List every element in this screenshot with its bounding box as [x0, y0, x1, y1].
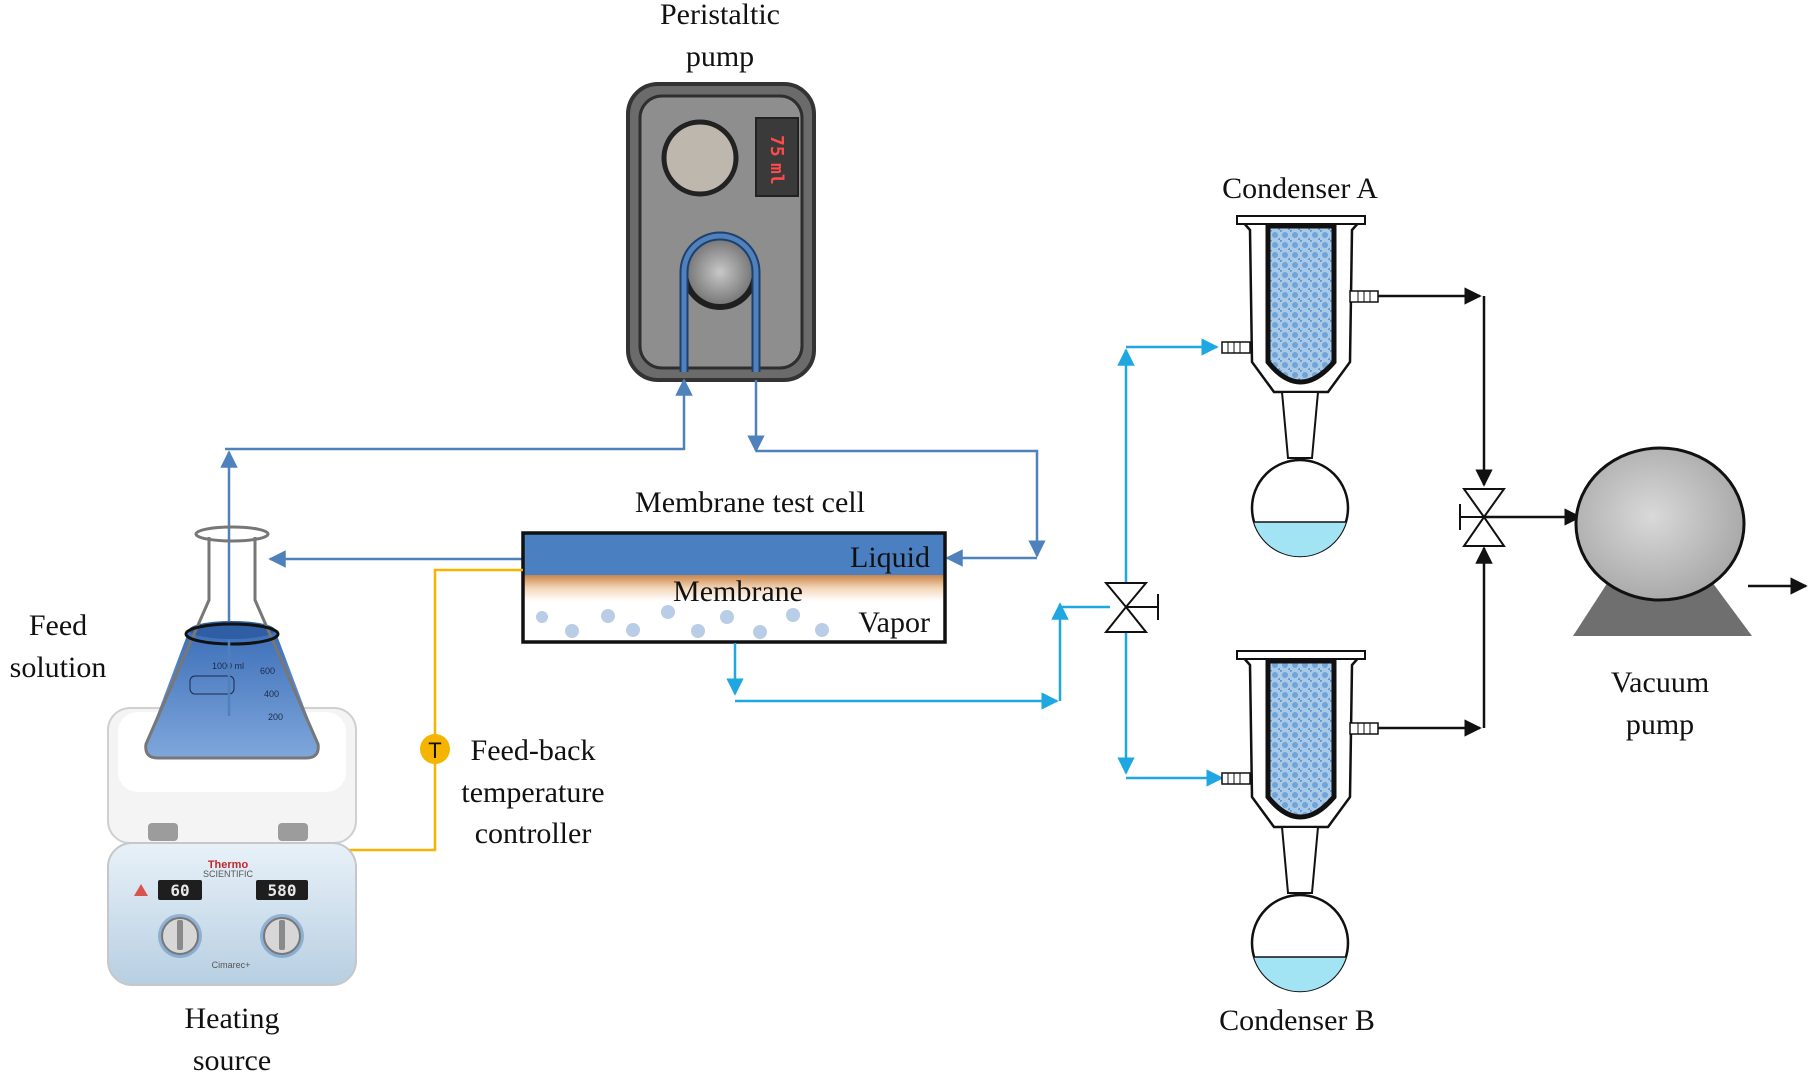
membrane-test-cell: Membrane test cell Liquid Membrane Vapor — [521, 486, 947, 644]
vapor-lines — [726, 338, 1224, 787]
vapor-bubbles — [536, 605, 829, 639]
condenser-a: Condenser A — [1221, 172, 1379, 558]
flask-mark-200: 200 — [268, 712, 283, 722]
controller-label-1: Feed-back — [471, 734, 596, 767]
peristaltic-pump: Peristaltic pump 75 ml — [626, 0, 816, 382]
hotplate-brand-sub: SCIENTIFIC — [203, 869, 254, 879]
liquid-layer — [523, 533, 945, 575]
hotplate-temp-value: 60 — [170, 881, 189, 900]
hotplate-temp-display — [158, 880, 202, 900]
controller-label-2: temperature — [461, 776, 604, 809]
feed-liquid — [145, 630, 319, 758]
feed-flask: 1000 ml 600 400 200 Feed solution — [10, 525, 320, 760]
vacuum-pump-base — [1573, 582, 1752, 636]
pump-display-value: 75 — [766, 135, 787, 157]
pump-roller-icon — [688, 240, 752, 304]
pump-display-unit: ml — [766, 163, 787, 185]
condenser-b: Condenser B — [1219, 650, 1379, 1037]
feed-solution-label-1: Feed — [29, 609, 87, 642]
pump-tubing — [681, 233, 759, 372]
pump-inlet-line — [225, 378, 693, 451]
heating-source-label-1: Heating — [185, 1002, 280, 1035]
vacuum-pump-label-2: pump — [1626, 708, 1694, 741]
temperature-controller: T Feed-back temperature controller — [340, 568, 605, 852]
liquid-label: Liquid — [850, 541, 930, 574]
feed-liquid-lines — [220, 378, 1046, 640]
hotplate-speed-display — [256, 880, 308, 900]
vacuum-pump: Vacuum pump — [1573, 446, 1752, 741]
vacuum-pump-label-1: Vacuum — [1611, 666, 1709, 699]
condenser-b-label: Condenser B — [1219, 1004, 1375, 1037]
feed-solution-label-2: solution — [10, 651, 107, 684]
heating-source: Thermo SCIENTIFIC 60 580 Cimarec+ Heatin… — [107, 707, 357, 1077]
membrane-layer — [523, 575, 945, 601]
pump-display — [755, 117, 799, 197]
cell-feed-line — [756, 449, 1046, 558]
cell-outline — [521, 531, 947, 644]
condenser-a-coil — [1265, 223, 1337, 385]
condenser-a-label: Condenser A — [1222, 172, 1378, 205]
pump-speed-knob-icon[interactable] — [661, 119, 739, 197]
flask-mark-600: 600 — [260, 666, 275, 676]
condenser-a-distillate — [1254, 522, 1346, 557]
hotplate-brand: Thermo — [208, 859, 249, 871]
vacuum-lines — [1378, 287, 1808, 737]
membrane-label: Membrane — [673, 575, 803, 608]
flask-mark-400: 400 — [264, 689, 279, 699]
temperature-sensor-symbol: T — [428, 738, 441, 763]
hotplate-speed-value: 580 — [268, 881, 297, 900]
heating-source-label-2: source — [193, 1044, 271, 1077]
controller-label-3: controller — [475, 817, 592, 850]
vacuum-valve-icon[interactable] — [1459, 488, 1506, 547]
hotplate-model: Cimarec+ — [212, 960, 251, 970]
vacuum-pump-body — [1574, 446, 1746, 602]
condenser-b-coil — [1265, 658, 1337, 820]
flask-glass — [144, 537, 320, 760]
peristaltic-pump-label-2: pump — [686, 40, 754, 73]
temperature-sensor-icon — [420, 734, 450, 764]
membrane-test-cell-label: Membrane test cell — [635, 486, 865, 519]
vapor-valve-icon[interactable] — [1103, 582, 1159, 633]
hot-warning-icon — [134, 884, 148, 896]
condenser-b-distillate — [1254, 957, 1346, 992]
controller-wire — [340, 568, 523, 852]
peristaltic-pump-label-1: Peristaltic — [660, 0, 780, 31]
vapor-label: Vapor — [858, 606, 930, 639]
